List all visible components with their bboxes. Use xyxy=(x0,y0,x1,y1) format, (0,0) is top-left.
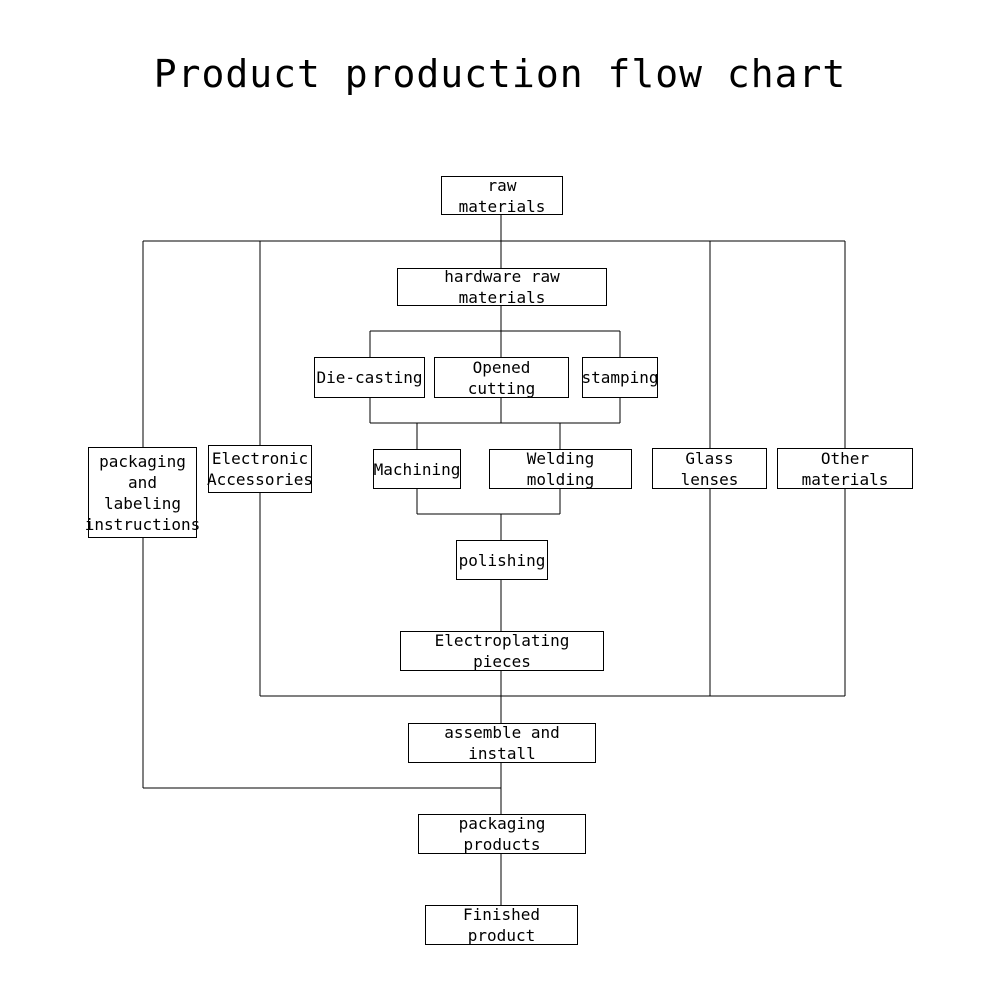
node-assemble-and-install: assemble and install xyxy=(408,723,596,763)
node-polishing: polishing xyxy=(456,540,548,580)
node-finished-product: Finished product xyxy=(425,905,578,945)
node-electronic-accessories: Electronic Accessories xyxy=(207,445,313,493)
node-electroplating-pieces: Electroplating pieces xyxy=(400,631,604,671)
node-die-casting: Die-casting xyxy=(314,357,425,398)
node-machining: Machining xyxy=(373,449,461,489)
node-hardware-raw-materials: hardware raw materials xyxy=(397,267,607,307)
node-stamping: stamping xyxy=(581,357,659,398)
page-title: Product production flow chart xyxy=(153,52,847,96)
node-raw-materials: raw materials xyxy=(441,176,563,216)
node-glass-lenses: Glass lenses xyxy=(652,448,767,489)
node-packaging-labeling-instructions: packaging and labeling instructions xyxy=(85,447,200,538)
node-opened-cutting: Opened cutting xyxy=(434,357,569,398)
node-packaging-products: packaging products xyxy=(418,814,586,854)
node-welding-molding: Welding molding xyxy=(489,449,632,489)
node-other-materials: Other materials xyxy=(777,448,913,489)
